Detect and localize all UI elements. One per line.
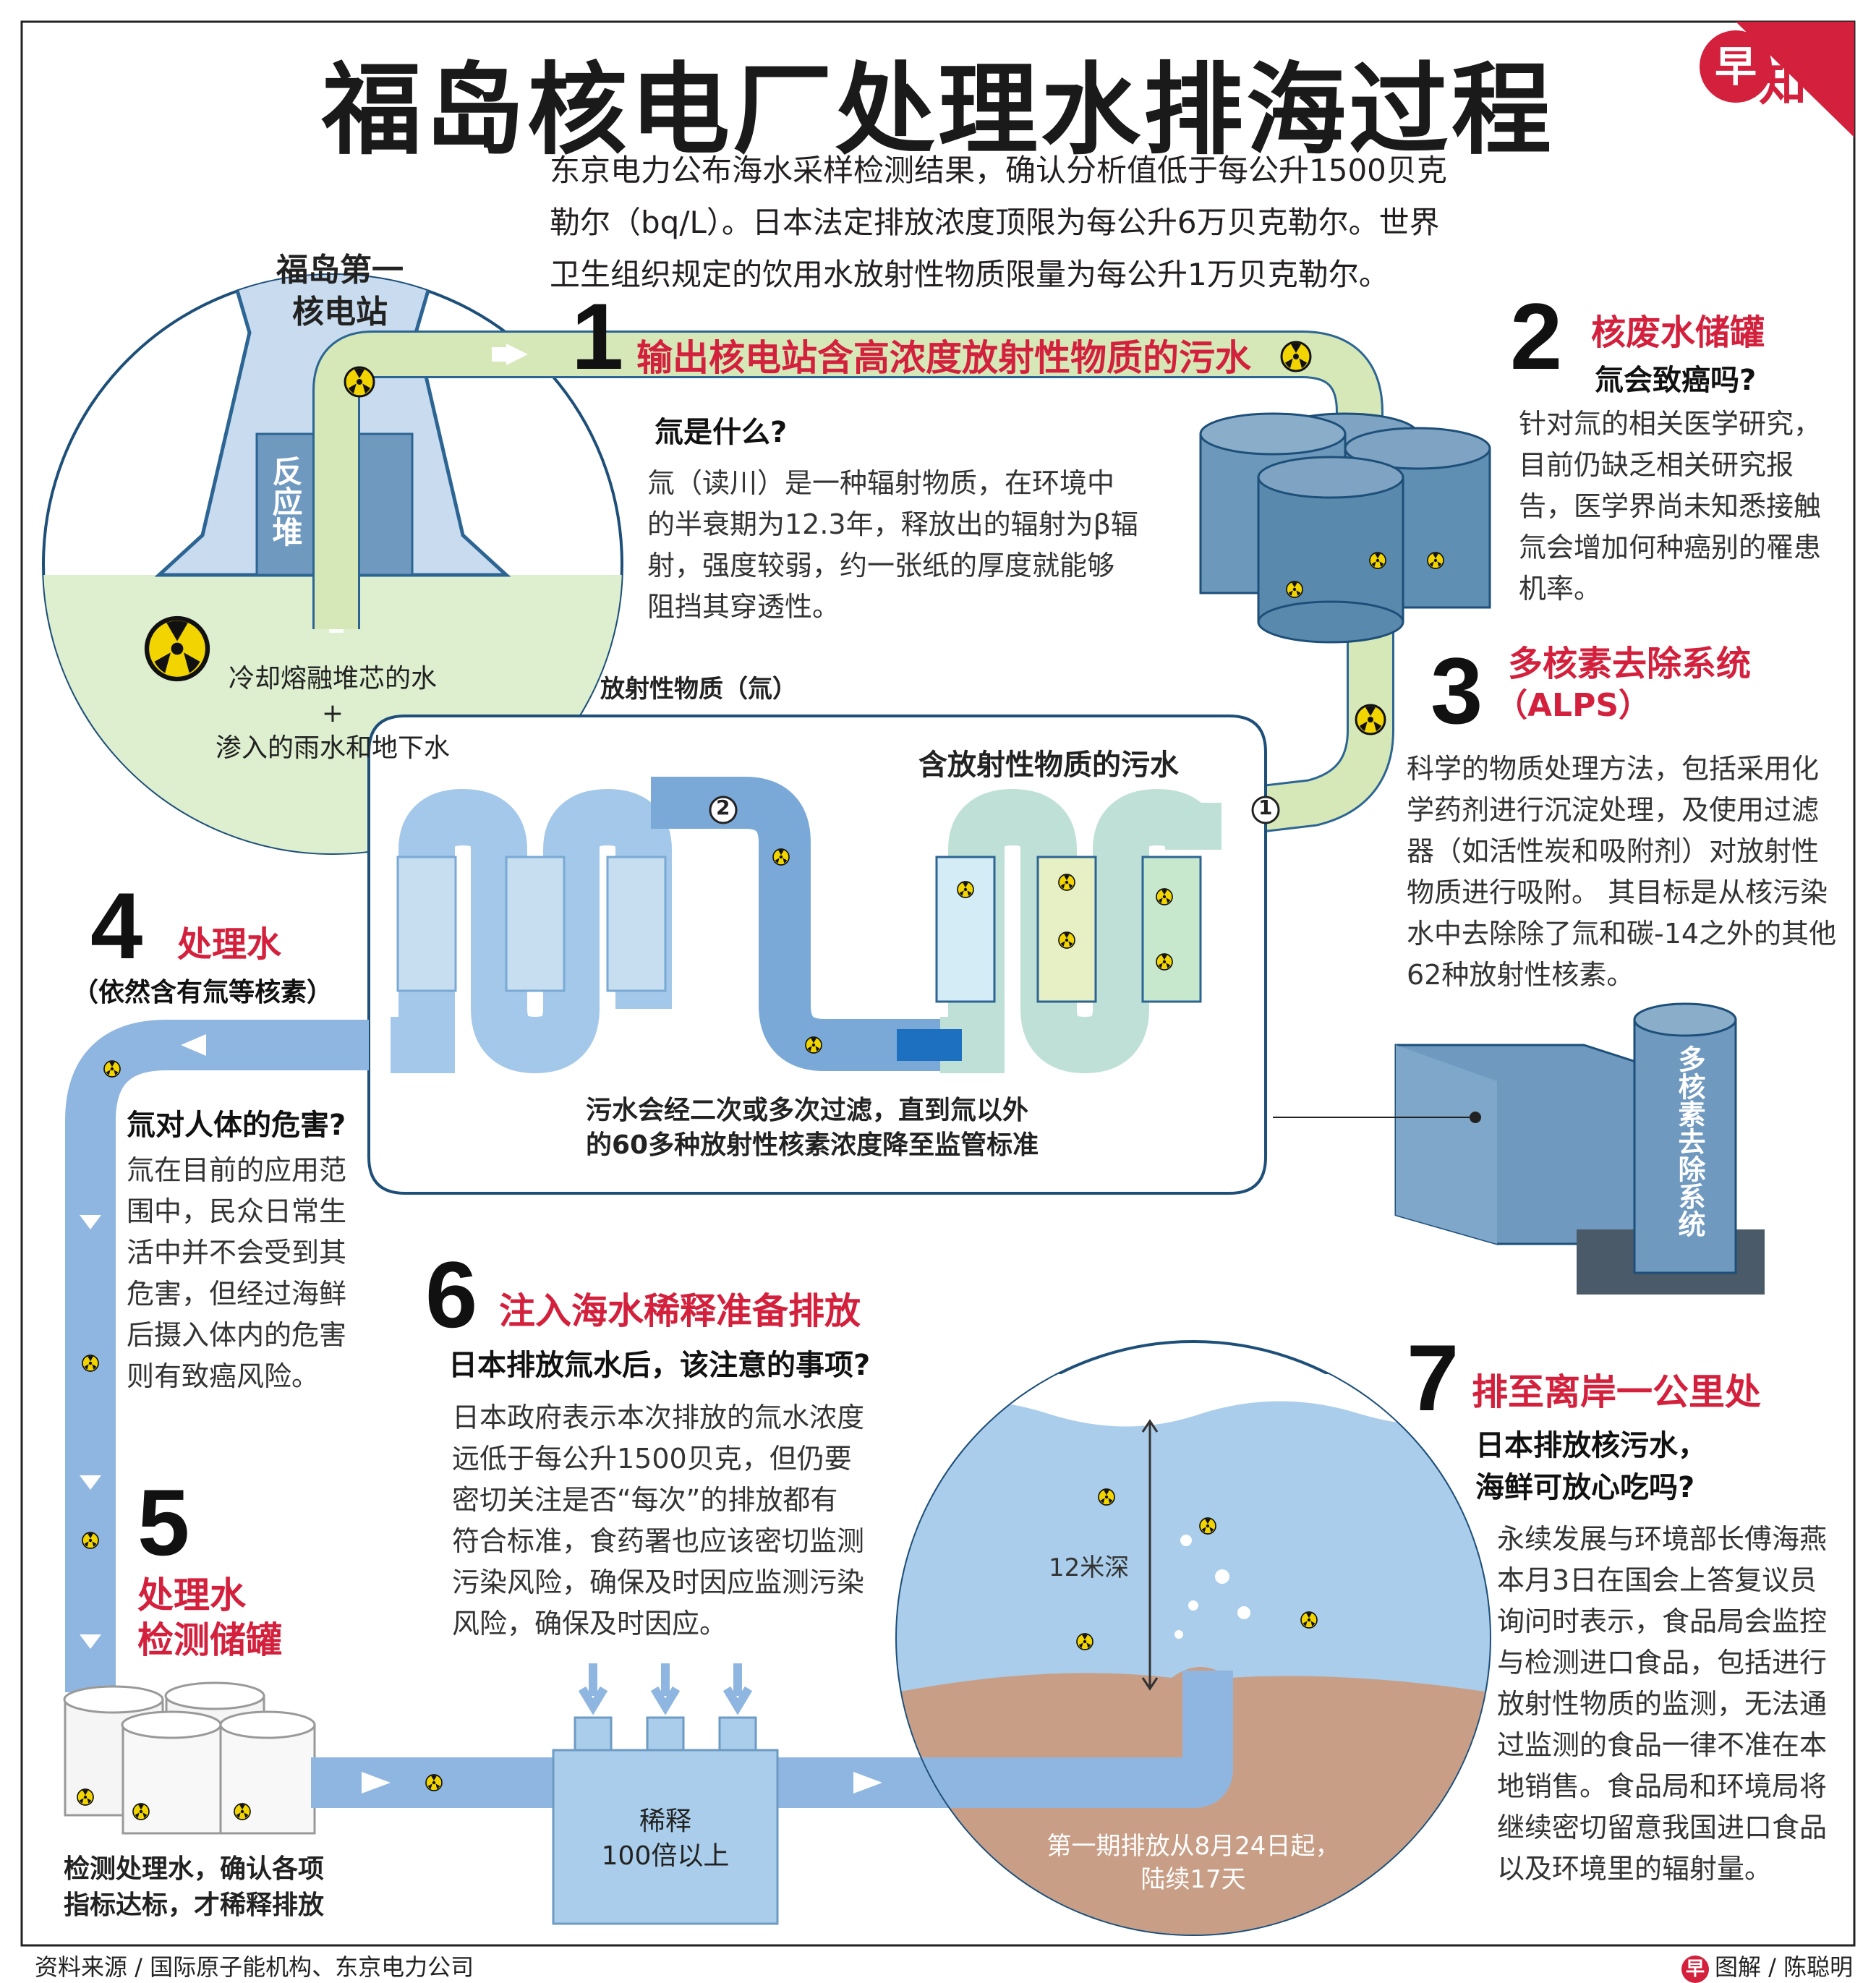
step-3-subtitle: （ALPS） <box>1496 687 1651 724</box>
dilution-box <box>552 1663 779 1925</box>
filter-column-icon <box>606 856 667 992</box>
credit-logo-icon: 早 <box>1681 1956 1709 1983</box>
step-2-question: 氚会致癌吗? <box>1595 364 1757 397</box>
radiation-icon <box>773 849 789 865</box>
radiation-icon <box>1287 581 1302 597</box>
step-6-body: 日本政府表示本次排放的氚水浓度远低于每公升1500贝克，但仍要密切关注是否“每次… <box>452 1402 865 1639</box>
legend-radioactive: 放射性物质（氚） <box>600 675 797 704</box>
filter-column-icon <box>935 856 996 1003</box>
step-4-number: 4 <box>90 873 143 978</box>
radiation-icon <box>958 882 973 897</box>
alps-building-label: 多核素去除系统 <box>1674 1045 1705 1237</box>
step-2-body: 针对氚的相关医学研究，目前仍缺乏相关研究报告，医学界尚未知悉接触氚会增加何种癌别… <box>1519 408 1822 605</box>
filter-column-icon <box>1036 856 1097 1003</box>
filter-column-icon <box>1141 856 1202 1003</box>
arrow-icon <box>578 1663 753 1715</box>
filter-column-icon <box>505 856 566 992</box>
step-2-number: 2 <box>1510 283 1563 389</box>
step-6-number: 6 <box>425 1242 478 1347</box>
step-7-body: 永续发展与环境部长傅海燕本月3日在国会上答复议员询问时表示，食品局会监控与检测进… <box>1497 1523 1828 1885</box>
step-4-question: 氚对人体的危害? <box>127 1109 346 1142</box>
step-6-title: 注入海水稀释准备排放 <box>499 1290 861 1332</box>
plant-water-label: 冷却熔融堆芯的水 + 渗入的雨水和地下水 <box>215 664 450 763</box>
pipe-blue-left <box>65 1020 369 1692</box>
step-2-title: 核废水储罐 <box>1591 312 1765 353</box>
radiation-icon <box>1156 889 1172 905</box>
step-3-body: 科学的物质处理方法，包括采用化学药剂进行沉淀处理，及使用过滤器（如活性炭和吸附剂… <box>1407 753 1837 991</box>
reactor-label: 反应堆 <box>268 456 303 547</box>
intro-text: 东京电力公布海水采样检测结果，确认分析值低于每公升1500贝克勒尔（bq/L）。… <box>550 153 1447 292</box>
radiation-icon <box>1370 553 1386 568</box>
step-5-number: 5 <box>137 1470 190 1575</box>
logo-text: 知 <box>1759 56 1807 111</box>
radiation-icon <box>1355 704 1386 735</box>
dilution-label: 稀释 100倍以上 <box>601 1807 730 1871</box>
storage-tank-icon <box>1257 456 1404 644</box>
page-title: 福岛核电厂处理水排海过程 <box>321 52 1554 169</box>
plant-name: 福岛第一 核电站 <box>276 252 404 330</box>
step-4-title: 处理水 <box>177 924 282 965</box>
step-4-body: 氚在目前的应用范围中，民众日常生活中并不会受到其危害，但经过海鲜后摄入体内的危害… <box>127 1154 347 1392</box>
filter-marker-2: 2 <box>716 796 730 819</box>
step-6-question: 日本排放氚水后，该注意的事项? <box>448 1349 871 1382</box>
filter-column-icon <box>396 856 457 992</box>
step-7-number: 7 <box>1407 1325 1459 1430</box>
radiation-icon <box>1059 932 1075 948</box>
filter-marker-1: 1 <box>1258 796 1273 819</box>
logo-icon <box>1700 30 1772 103</box>
filter-box-caption: 污水会经二次或多次过滤，直到氚以外 的60多种放射性核素浓度降至监管标准 <box>586 1096 1039 1160</box>
filter-box <box>367 715 1280 1195</box>
radiation-icon <box>1156 954 1172 970</box>
storage-tanks <box>1199 412 1491 644</box>
radiation-icon <box>806 1037 822 1053</box>
step-5-title: 处理水 检测储罐 <box>137 1574 282 1661</box>
radiation-icon <box>344 366 375 398</box>
filter-box-label: 含放射性物质的污水 <box>918 749 1179 782</box>
step-1-number: 1 <box>571 283 624 389</box>
footer-credit: 早图解 / 陈聪明 <box>1681 1949 1853 1983</box>
sea-depth-label: 12米深 <box>1049 1553 1130 1582</box>
radiation-icon <box>1280 341 1312 372</box>
step-5-caption: 检测处理水，确认各项 指标达标，才稀释排放 <box>64 1854 325 1920</box>
step-1-body: 氚（读川）是一种辐射物质，在环境中的半衰期为12.3年，释放出的辐射为β辐射，强… <box>647 467 1138 623</box>
alps-building <box>1273 1002 1765 1295</box>
radiation-icon <box>1059 874 1075 890</box>
sea-schedule-label: 第一期排放从8月24日起， 陆续17天 <box>1046 1832 1340 1894</box>
step-4-subtitle: （依然含有氚等核素） <box>72 978 333 1007</box>
inspection-tanks <box>63 1681 316 1835</box>
step-7-title: 排至离岸一公里处 <box>1472 1371 1761 1413</box>
svg-text:早: 早 <box>1715 42 1757 91</box>
radiation-icon <box>1428 553 1444 568</box>
step-3-title: 多核素去除系统 <box>1508 644 1752 684</box>
sea-circle <box>895 1340 1491 1936</box>
pipe-green <box>312 330 1394 834</box>
step-3-number: 3 <box>1431 638 1483 743</box>
step-7-question: 日本排放核污水， 海鲜可放心吃吗? <box>1475 1429 1707 1504</box>
radiation-icon <box>147 618 208 679</box>
footer-source: 资料来源 / 国际原子能机构、东京电力公司 <box>35 1953 474 1981</box>
step-1-question: 氚是什么? <box>655 416 788 449</box>
step-1-title: 输出核电站含高浓度放射性物质的污水 <box>636 337 1251 379</box>
